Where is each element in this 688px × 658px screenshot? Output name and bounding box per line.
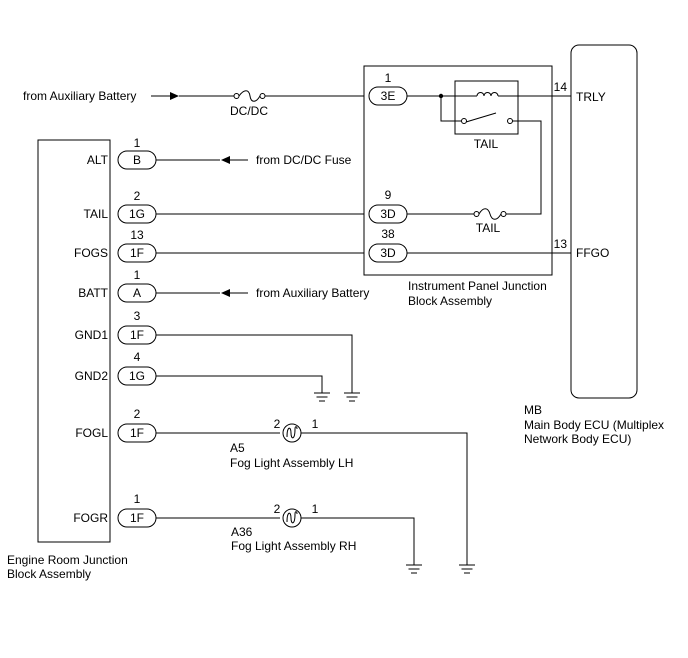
connector-label-3e: 3E bbox=[381, 89, 396, 103]
pin-number-alt: 1 bbox=[134, 136, 141, 150]
engine-room-jb-title-2: Block Assembly bbox=[7, 567, 91, 581]
source-dcdc-fuse: from DC/DC Fuse bbox=[256, 153, 352, 167]
wire-relay-switch-in bbox=[440, 96, 461, 122]
fog-rh-name: Fog Light Assembly RH bbox=[231, 539, 356, 553]
connector-label-gnd1: 1F bbox=[130, 328, 144, 342]
terminal-label-fogl: FOGL bbox=[75, 426, 108, 440]
fog-rh-pin-out: 1 bbox=[312, 502, 319, 516]
connector-label-3d-pin38: 3D bbox=[380, 246, 396, 260]
ground-icon-gnd1 bbox=[344, 392, 360, 402]
pin-number-batt: 1 bbox=[134, 268, 141, 282]
ipjb-pin-3e: 1 bbox=[385, 71, 392, 85]
relay-label-tail: TAIL bbox=[474, 137, 499, 151]
ecu-pin-ffgo: 13 bbox=[554, 237, 568, 251]
connector-label-gnd2: 1G bbox=[129, 369, 145, 383]
fuse-icon-tail bbox=[473, 208, 507, 220]
arrow-dcdc-fuse bbox=[221, 156, 230, 164]
fog-lh-pin-out: 1 bbox=[312, 417, 319, 431]
connector-label-fogs: 1F bbox=[130, 246, 144, 260]
fog-lh-name: Fog Light Assembly LH bbox=[230, 456, 353, 470]
main-body-ecu-box bbox=[570, 44, 638, 399]
fog-lh-code: A5 bbox=[230, 441, 245, 455]
ecu-pin-trly: 14 bbox=[554, 80, 568, 94]
connector-label-fogl: 1F bbox=[130, 426, 144, 440]
ecu-title-1: Main Body ECU (Multiplex bbox=[524, 418, 664, 432]
ecu-terminal-trly: TRLY bbox=[576, 90, 606, 104]
ipjb-pin-38: 38 bbox=[381, 227, 395, 241]
ground-icon-fog-rh bbox=[406, 564, 422, 574]
terminal-label-tail: TAIL bbox=[84, 207, 109, 221]
ipjb-title-1: Instrument Panel Junction bbox=[408, 279, 547, 293]
ground-icon-fog-lh bbox=[459, 564, 475, 574]
connector-label-tail: 1G bbox=[129, 207, 145, 221]
terminal-label-gnd2: GND2 bbox=[75, 369, 109, 383]
bulb-icon-fog-rh bbox=[282, 508, 302, 528]
fuse-icon-dcdc bbox=[233, 90, 266, 102]
wire-relay-to-tail-fuse bbox=[506, 120, 542, 215]
fog-rh-pin-in: 2 bbox=[274, 502, 281, 516]
connector-label-alt: B bbox=[133, 153, 141, 167]
pin-number-gnd2: 4 bbox=[134, 350, 141, 364]
terminal-label-batt: BATT bbox=[78, 286, 108, 300]
engine-room-jb-box bbox=[37, 139, 111, 543]
ecu-code: MB bbox=[524, 403, 542, 417]
pin-number-fogr: 1 bbox=[134, 492, 141, 506]
ecu-title-2: Network Body ECU) bbox=[524, 432, 631, 446]
wire-gnd2 bbox=[156, 375, 323, 393]
ipjb-pin-9: 9 bbox=[385, 188, 392, 202]
pin-number-fogs: 13 bbox=[130, 228, 144, 242]
connector-label-3d-pin9: 3D bbox=[380, 207, 396, 221]
ipjb-title-2: Block Assembly bbox=[408, 294, 492, 308]
relay-contact-left bbox=[461, 118, 467, 124]
wire-fogl-out bbox=[301, 432, 468, 565]
connector-label-fogr: 1F bbox=[130, 511, 144, 525]
engine-room-jb-title-1: Engine Room Junction bbox=[7, 553, 128, 567]
connector-3d-pin9 bbox=[368, 204, 408, 224]
terminal-label-fogr: FOGR bbox=[73, 511, 108, 525]
wire-gnd1 bbox=[156, 334, 353, 393]
fuse-label-dcdc: DC/DC bbox=[230, 104, 268, 118]
arrow-aux-battery-top bbox=[170, 92, 179, 100]
arrow-aux-battery-batt bbox=[221, 289, 230, 297]
terminal-label-gnd1: GND1 bbox=[75, 328, 109, 342]
fuse-label-tail: TAIL bbox=[476, 221, 501, 235]
wire-fogr-out bbox=[301, 517, 415, 565]
terminal-label-alt: ALT bbox=[87, 153, 109, 167]
relay-contact-right bbox=[507, 118, 513, 124]
source-aux-battery-top: from Auxiliary Battery bbox=[23, 89, 136, 103]
bulb-icon-fog-lh bbox=[282, 423, 302, 443]
pin-number-tail: 2 bbox=[134, 189, 141, 203]
relay-coil-icon bbox=[476, 92, 499, 97]
relay-switch-arm bbox=[465, 112, 497, 123]
fog-lh-pin-in: 2 bbox=[274, 417, 281, 431]
terminal-label-fogs: FOGS bbox=[74, 246, 108, 260]
tail-relay-box bbox=[454, 80, 519, 135]
fog-rh-code: A36 bbox=[231, 525, 253, 539]
ecu-terminal-ffgo: FFGO bbox=[576, 246, 609, 260]
source-aux-battery-batt: from Auxiliary Battery bbox=[256, 286, 369, 300]
pin-number-fogl: 2 bbox=[134, 407, 141, 421]
ground-icon-gnd2 bbox=[314, 392, 330, 402]
connector-label-batt: A bbox=[133, 286, 141, 300]
pin-number-gnd1: 3 bbox=[134, 309, 141, 323]
